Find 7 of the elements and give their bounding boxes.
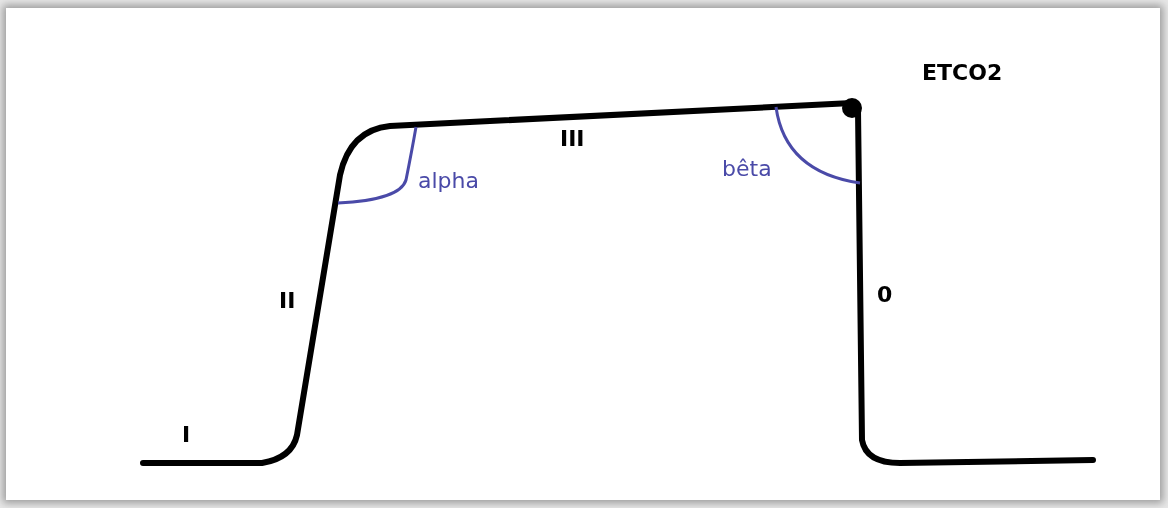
- marker-label: ETCO2: [922, 62, 1003, 84]
- phase-label: I: [182, 424, 191, 446]
- angle-label: alpha: [418, 170, 479, 192]
- phase-label: III: [560, 128, 585, 150]
- phase-label: II: [279, 290, 296, 312]
- phase-label: 0: [877, 284, 893, 306]
- angle-label: bêta: [722, 158, 772, 180]
